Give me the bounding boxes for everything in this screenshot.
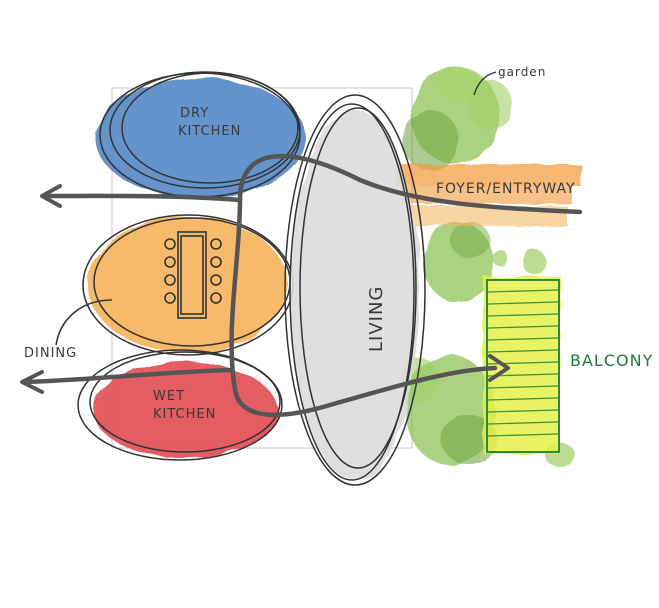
dining-label: DINING bbox=[24, 346, 77, 361]
circulation-path bbox=[22, 154, 583, 418]
balcony-zone bbox=[483, 276, 560, 454]
balcony-label: BALCONY bbox=[570, 351, 653, 370]
garden-middle bbox=[423, 222, 546, 302]
dry-kitchen-label-line2: KITCHEN bbox=[178, 124, 241, 139]
living-label: LIVING bbox=[366, 286, 387, 352]
foyer-label: FOYER/ENTRYWAY bbox=[436, 181, 576, 197]
garden-leader-line bbox=[473, 71, 497, 96]
living-zone bbox=[284, 94, 426, 486]
arrowheads bbox=[20, 184, 510, 394]
wet-kitchen-zone bbox=[77, 349, 283, 461]
dining-table bbox=[164, 231, 222, 319]
garden-label: garden bbox=[498, 65, 546, 79]
wet-kitchen-label-line1: WET bbox=[153, 389, 185, 404]
garden-upper bbox=[402, 67, 512, 170]
dry-kitchen-label-line1: DRY bbox=[180, 106, 209, 121]
dining-zone bbox=[82, 214, 294, 356]
wet-kitchen-label-line2: KITCHEN bbox=[153, 407, 216, 422]
dining-leader-line bbox=[55, 299, 113, 346]
